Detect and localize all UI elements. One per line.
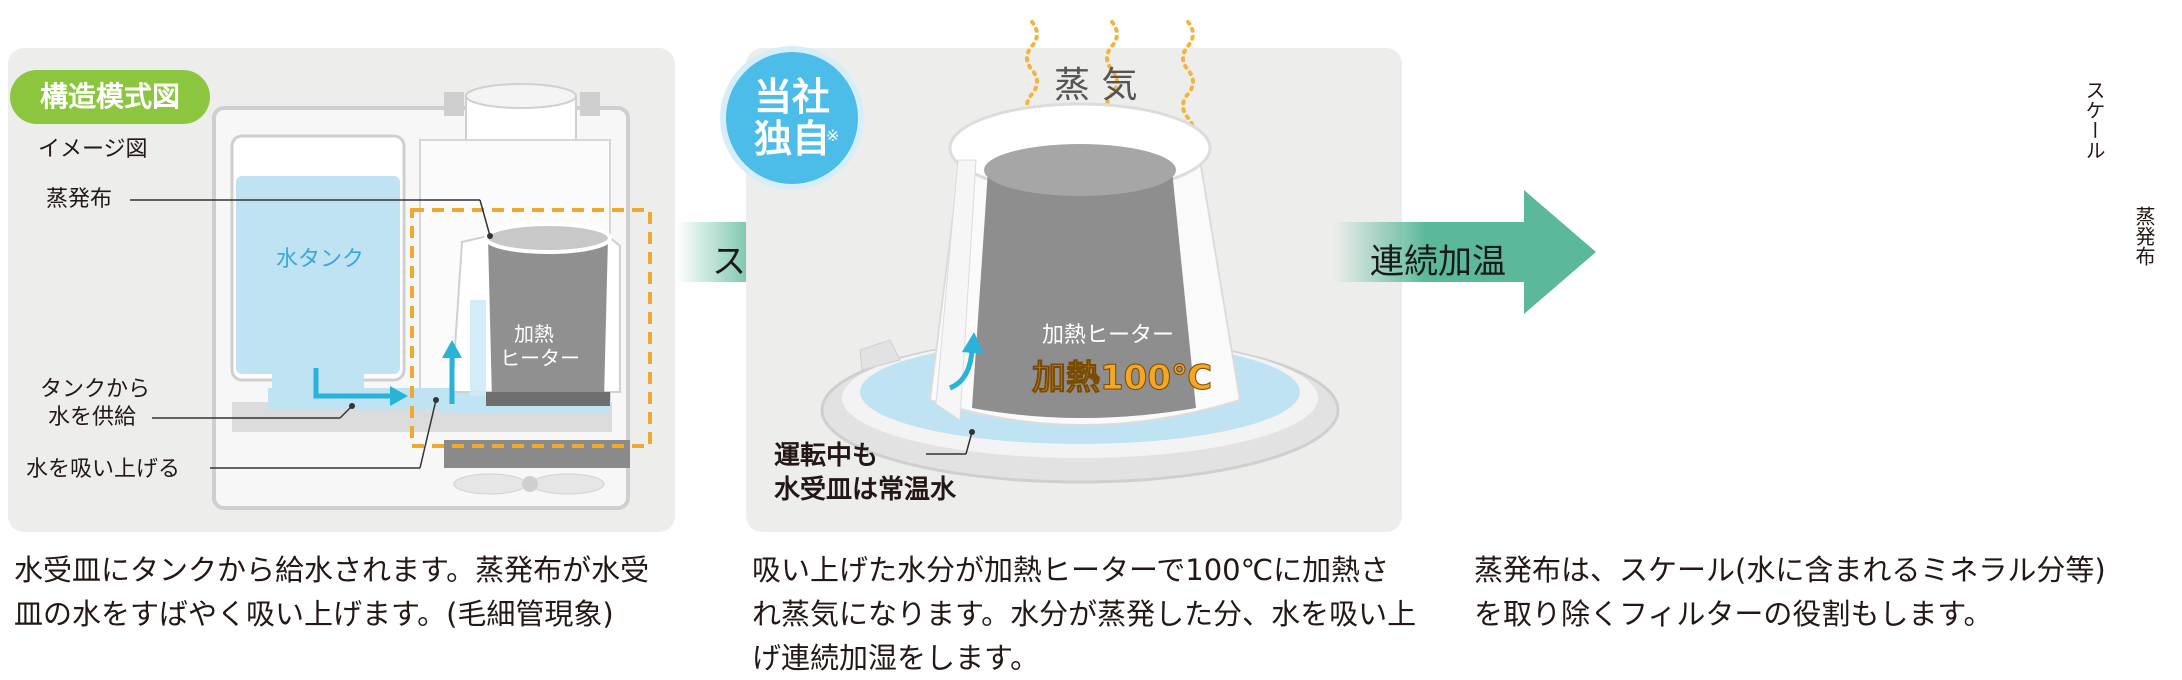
supply-label-line1: タンクから — [40, 377, 151, 402]
structure-badge: 構造模式図 — [10, 70, 210, 124]
heater-label-line2: ヒーター — [500, 346, 580, 370]
continuous-arrow — [1334, 190, 1596, 314]
zoom-heater-line1: 加熱 — [1964, 196, 1988, 236]
panel2-caption: 吸い上げた水分が加熱ヒーターで100℃に加熱さ れ蒸気になります。水分が蒸発した… — [752, 553, 1417, 675]
original-badge: 当社 独自 ※ — [726, 52, 858, 184]
heat-100-label: 加熱100℃ — [1031, 358, 1213, 399]
steam-label: 蒸 気 — [1054, 65, 1138, 106]
supply-label-line2: 水を供給 — [48, 405, 137, 430]
panel1-caption: 水受皿にタンクから給水されます。蒸発布が水受 皿の水をすばやく吸い上げます。(毛… — [14, 553, 650, 631]
water-tank-label: 水タンク — [276, 247, 365, 272]
badge-line1: 当社 — [753, 75, 830, 119]
zoom-scale-label: スケール — [2082, 80, 2106, 160]
heater-label: 加熱ヒーター — [1042, 323, 1175, 348]
note-line2: 水受皿は常温水 — [774, 475, 957, 505]
evaporation-cloth-label: 蒸発布 — [46, 187, 113, 212]
zoom-cloth-label: 蒸発布 — [2132, 206, 2156, 266]
zoom-heater-line2: ヒーター — [1964, 226, 1988, 306]
image-label: イメージ図 — [38, 137, 148, 162]
note-line1: 運転中も — [774, 441, 879, 471]
heating-diagram — [820, 20, 1340, 484]
panel3-caption: 蒸発布は、スケール(水に含まれるミネラル分等) を取り除くフィルターの役割もしま… — [1474, 553, 2106, 631]
suction-label: 水を吸い上げる — [26, 457, 181, 482]
badge-line2: 独自 — [753, 117, 830, 161]
heater-label-line1: 加熱 — [514, 322, 554, 346]
badge-mark: ※ — [826, 126, 840, 145]
structure-diagram — [130, 83, 652, 510]
continuous-label: 連続加温 — [1370, 242, 1506, 282]
